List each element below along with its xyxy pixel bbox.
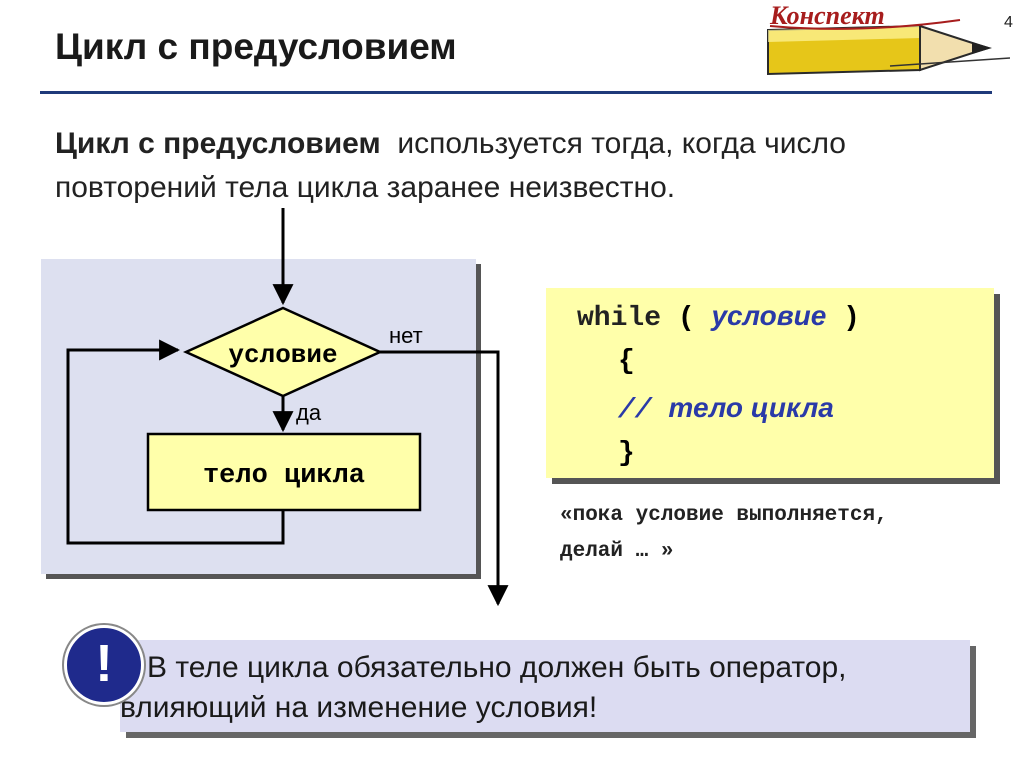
note-line-2: влияющий на изменение условия! [120, 688, 967, 728]
note-text: В теле цикла обязательно должен быть опе… [147, 648, 967, 728]
meaning-line-1: «пока условие выполняется, [560, 498, 1020, 534]
yes-label: да [296, 400, 322, 425]
comment-marker: // [618, 395, 652, 426]
code-line-comment: // тело цикла [618, 392, 834, 426]
code-close-paren: ) [843, 303, 860, 334]
code-box: while ( условие ) { // тело цикла } [546, 288, 994, 478]
meaning-line-2: делай … » [560, 534, 1020, 570]
loop-body-label: тело цикла [203, 461, 365, 491]
code-close-brace: } [618, 438, 635, 469]
loop-meaning: «пока условие выполняется, делай … » [560, 498, 1020, 570]
note-line-1: В теле цикла обязательно должен быть опе… [147, 648, 967, 688]
code-keyword: while [577, 303, 661, 334]
code-line-while: while ( условие ) [577, 300, 860, 334]
code-comment: тело цикла [668, 392, 833, 423]
code-condition: условие [711, 300, 826, 331]
code-open-brace: { [618, 346, 635, 377]
code-open-paren: ( [678, 303, 695, 334]
no-label: нет [389, 323, 423, 348]
condition-label: условие [228, 340, 337, 370]
exclamation-icon: ! [64, 625, 144, 705]
